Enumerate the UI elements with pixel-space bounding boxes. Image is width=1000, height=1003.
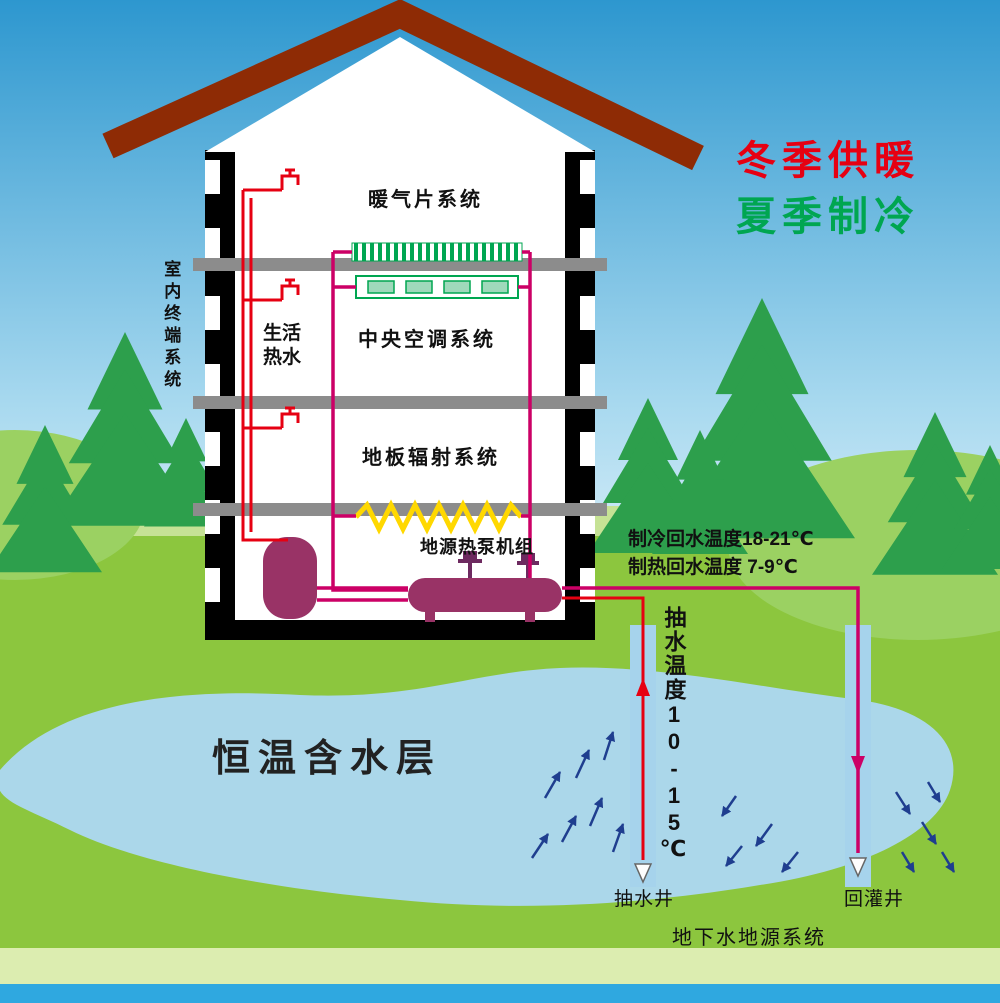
heat-pump-legs <box>425 610 535 622</box>
groundwater-flow-arrows <box>530 731 956 873</box>
house-interior <box>205 150 595 622</box>
roof <box>102 0 704 171</box>
up-flow-arrowhead <box>636 678 650 696</box>
radiator-system-label: 暖气片系统 <box>368 189 483 211</box>
radiator-fins <box>351 242 523 262</box>
central-ac-label: 中央空调系统 <box>358 329 496 351</box>
ac-indoor-unit <box>355 275 519 299</box>
pumping-well-label: 抽水井 <box>614 889 675 910</box>
indoor-terminal-label: 室内终端系统 <box>161 260 181 392</box>
summer-cooling-label: 夏季制冷 <box>736 195 920 239</box>
house-base <box>205 620 595 640</box>
heat-pump-unit-label: 地源热泵机组 <box>420 537 534 557</box>
aquifer-label: 恒温含水层 <box>212 738 443 780</box>
well-screen-left <box>633 863 653 884</box>
buffer-tank <box>263 537 317 619</box>
heat-pump-body <box>408 578 562 612</box>
cooling-return-label: 制冷回水温度18-21℃ <box>628 529 814 550</box>
groundwater-system-label: 地下水地源系统 <box>672 927 826 949</box>
floor-heating-coil <box>354 499 523 535</box>
heat-pump-valves <box>458 551 539 578</box>
well-screen-right <box>848 857 868 878</box>
winter-heating-label: 冬季供暖 <box>736 139 920 183</box>
recharge-well-label: 回灌井 <box>844 889 905 910</box>
domestic-hot-water-label: 生活 热水 <box>262 323 301 368</box>
heating-return-label: 制热回水温度 7-9℃ <box>628 557 798 578</box>
bottom-pale-band <box>0 948 1000 986</box>
down-flow-arrowhead <box>851 756 865 774</box>
supply-pipes <box>241 188 288 542</box>
aquifer-body <box>0 667 954 906</box>
pumping-well-pipe <box>562 596 645 860</box>
wall-notches <box>205 160 595 602</box>
pumping-temperature-label: 抽水温度10-15℃ <box>661 606 687 864</box>
bottom-water-band <box>0 984 1000 1003</box>
gable <box>205 37 595 152</box>
floor-radiant-label: 地板辐射系统 <box>362 447 500 469</box>
